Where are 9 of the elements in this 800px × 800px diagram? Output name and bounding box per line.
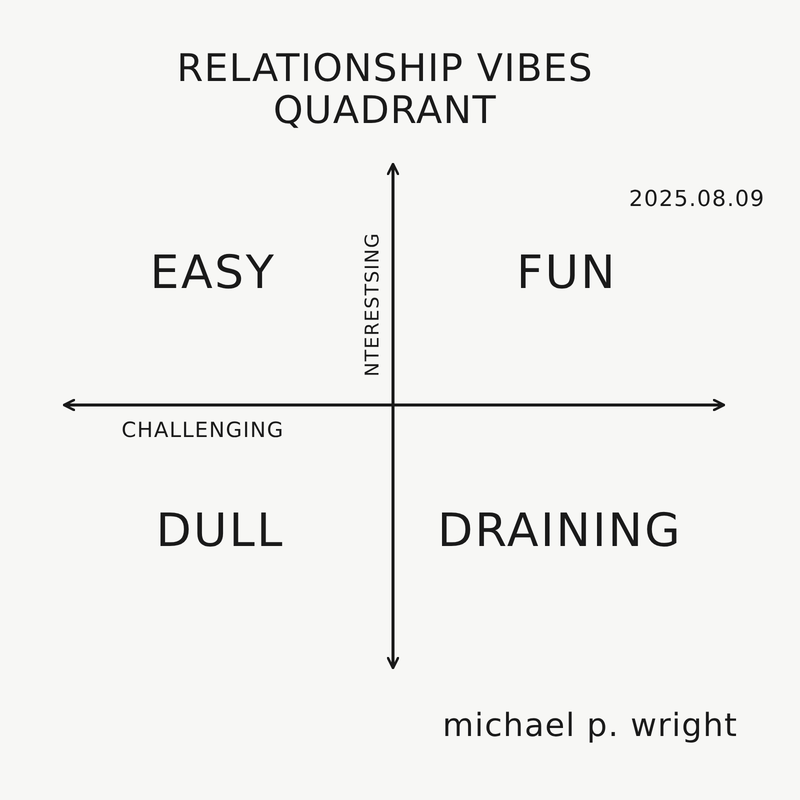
quadrant-label: FUN (516, 246, 618, 298)
date-label: 2025.08.09 (629, 188, 765, 212)
signature: michael p. wright (442, 708, 738, 743)
quadrant-label: DULL (156, 504, 284, 556)
title: RELATIONSHIP VIBES QUADRANT (176, 48, 594, 132)
quadrant-label: EASY (150, 246, 276, 298)
quadrant-label: DRAINING (438, 504, 682, 556)
axis-label: NTERESTSING (362, 232, 384, 376)
axis-label: CHALLENGING (122, 418, 284, 442)
